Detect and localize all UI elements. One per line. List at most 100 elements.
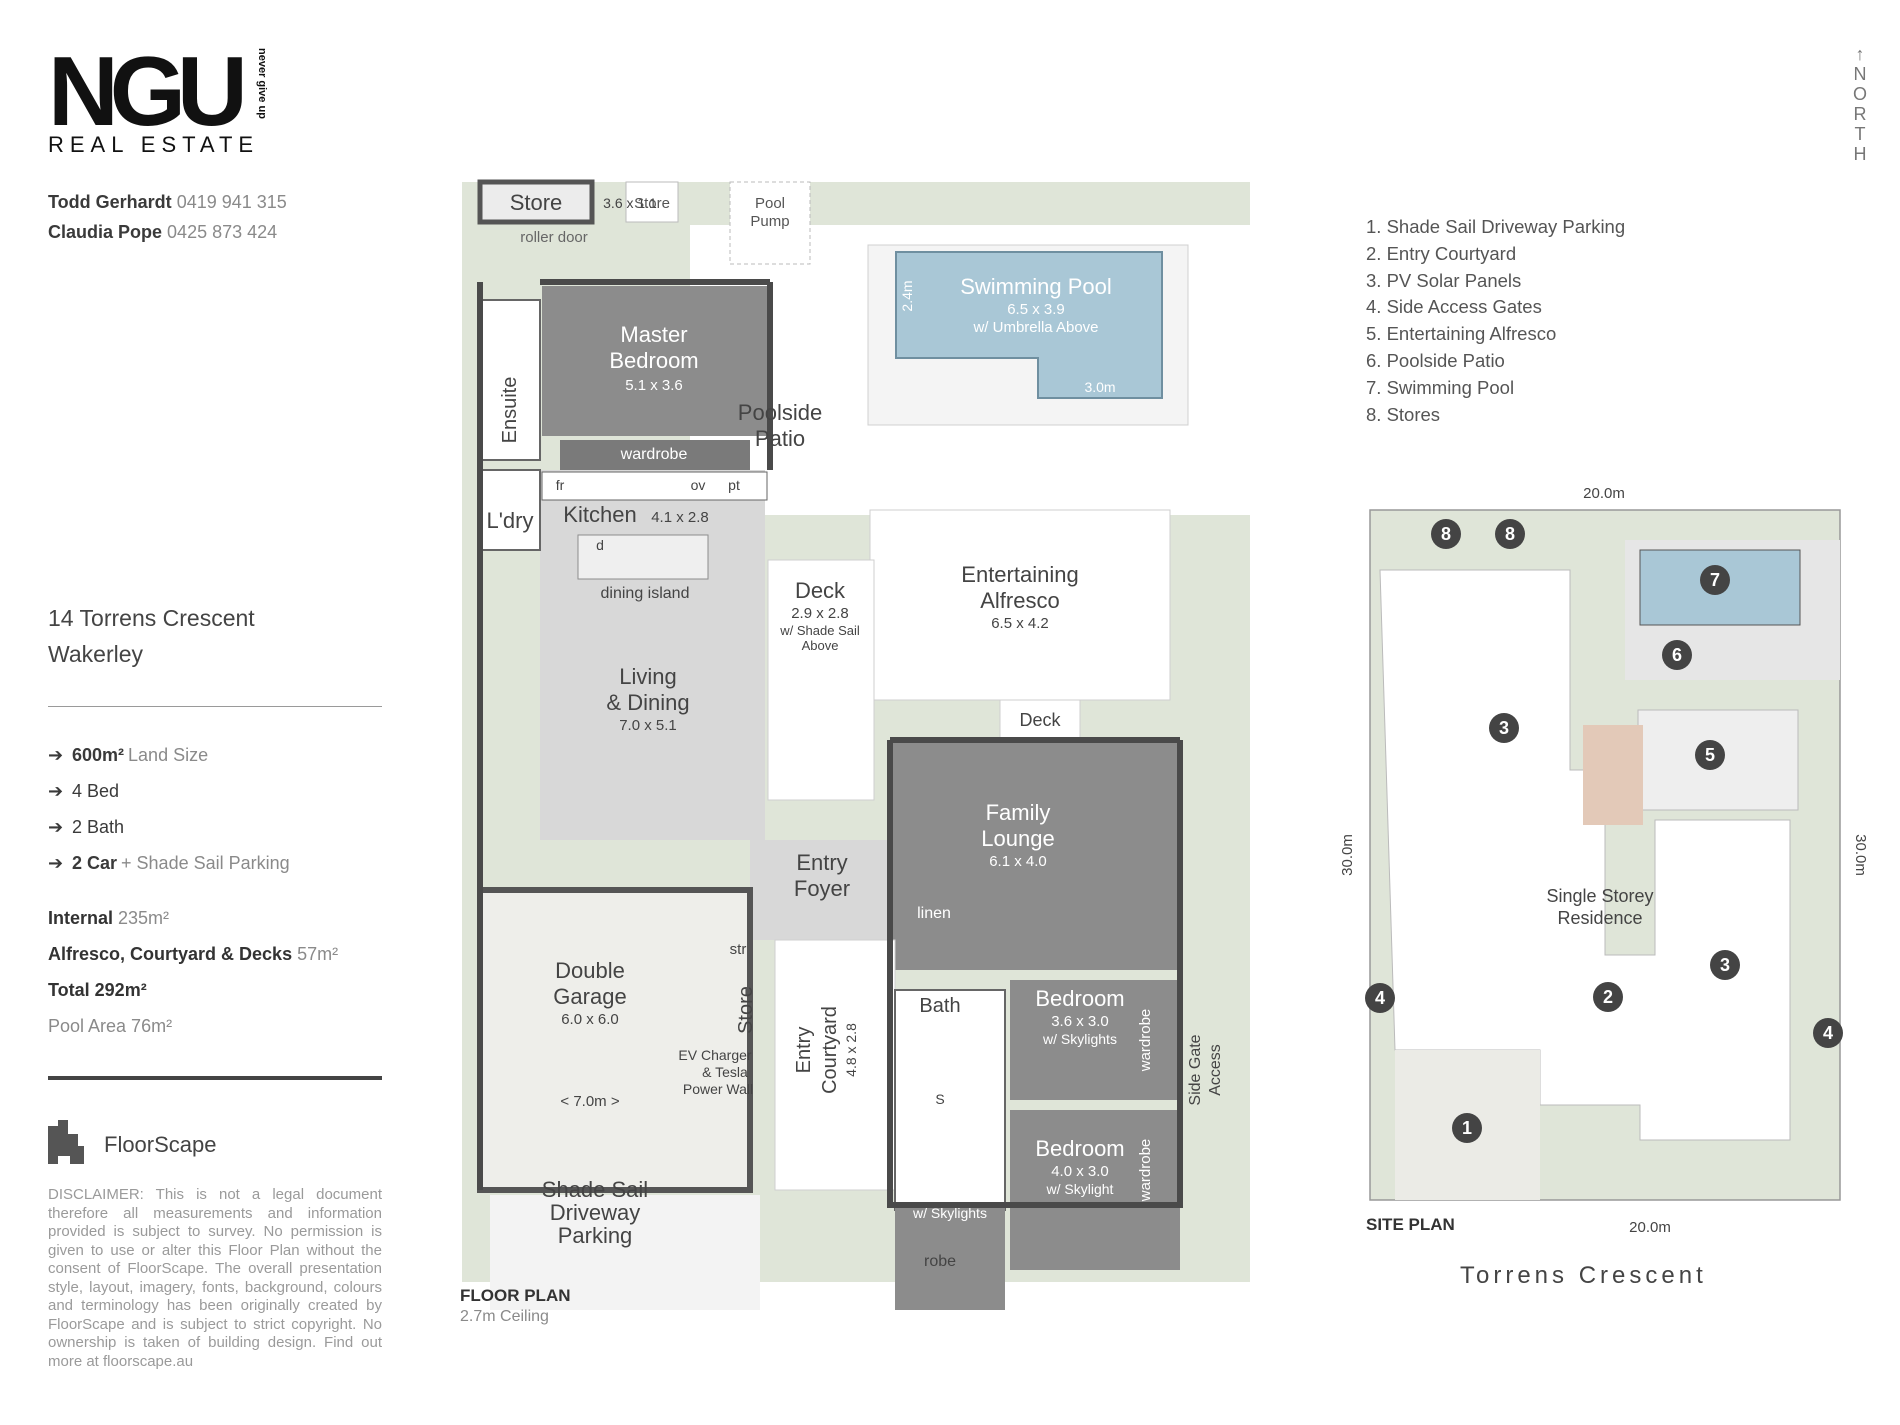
legend-item: 7. Swimming Pool [1366, 376, 1515, 398]
shade-sail-parking [490, 1195, 760, 1310]
bedroom-4-note: w/ Skylights [912, 1205, 987, 1221]
deck-label: Deck [795, 578, 846, 603]
ev-label: EV Charger [678, 1047, 751, 1063]
fr-label: fr [556, 477, 565, 493]
pool-dim: 6.5 x 3.9 [1007, 301, 1065, 318]
residence-label: Residence [1557, 908, 1642, 928]
alfresco [869, 509, 1171, 701]
garage-label: Double [555, 958, 625, 983]
linen-label: linen [917, 905, 951, 922]
agent-name: Claudia Pope [48, 222, 163, 242]
site-marker [1489, 713, 1519, 743]
alfresco-label: Alfresco [980, 588, 1059, 613]
site-plan: 20.0m 20.0m 30.0m 30.0m Single Storey Re… [1339, 485, 1869, 1236]
bedroom-4 [895, 1205, 1005, 1310]
area-pool: Pool Area 76m² [48, 1015, 173, 1036]
agent-phone[interactable]: 0425 873 424 [167, 222, 278, 242]
parking-label: Parking [558, 1223, 633, 1248]
family-label: Family [986, 800, 1051, 825]
family-lounge [890, 740, 1180, 970]
alfresco-dim: 6.5 x 4.2 [991, 615, 1049, 632]
site-marker [1431, 519, 1461, 549]
master-dim: 5.1 x 3.6 [625, 377, 683, 394]
robe-label: robe [924, 1253, 956, 1270]
north-arrow-icon: ↑ [1855, 44, 1865, 64]
deck [767, 559, 875, 801]
floor-plan-ceiling: 2.7m Ceiling [460, 1308, 549, 1325]
divider [48, 706, 382, 707]
address-street: 14 Torrens Crescent [48, 605, 255, 631]
pool-width: 2.4m [899, 280, 915, 311]
ensuite [479, 299, 541, 461]
store-v-label: Store [735, 986, 757, 1034]
master-label: Master [620, 322, 687, 347]
deck-dim: 2.9 x 2.8 [791, 605, 849, 622]
courtyard-dim: 4.8 x 2.8 [843, 1023, 859, 1077]
living-label: Living [619, 664, 676, 689]
site-marker-label: 8 [1505, 524, 1515, 544]
garage [477, 887, 753, 1193]
property-address: 14 Torrens Crescent Wakerley [48, 600, 255, 672]
site-dim-top: 20.0m [1583, 485, 1625, 502]
north-letter: R [1853, 104, 1867, 124]
store-top [477, 179, 595, 225]
pool-pump-label: Pool [755, 195, 785, 212]
d-label: d [596, 537, 604, 553]
site-marker-label: 8 [1441, 524, 1451, 544]
site-dim-left: 30.0m [1339, 834, 1356, 876]
wardrobe-v-label: wardrobe [1137, 1009, 1154, 1073]
legend-item: 8. Stores [1366, 403, 1441, 425]
pool-pump-label: Pump [750, 213, 789, 230]
family-label: Lounge [981, 826, 1054, 851]
feature-car: ➔2 Car+ Shade Sail Parking [48, 852, 290, 873]
site-marker-label: 1 [1462, 1118, 1472, 1138]
legend-item: 1. Shade Sail Driveway Parking [1366, 216, 1626, 237]
north-letter: H [1853, 144, 1867, 164]
floorscape-icon [48, 1120, 84, 1164]
swimming-pool [895, 251, 1163, 399]
family-dim: 6.1 x 4.0 [989, 853, 1047, 870]
deck-note: w/ Shade Sail [779, 623, 860, 638]
site-marker-label: 7 [1710, 570, 1720, 590]
site-dim-bottom: 20.0m [1629, 1219, 1671, 1236]
arrow-right-icon: ➔ [48, 744, 64, 765]
bedroom-2-dim: 3.6 x 3.0 [1051, 1013, 1109, 1030]
floor-plan: Store 3.6 x 1.1 roller door Store Pool P… [462, 179, 1250, 1310]
floorscape-logo: FloorScape [48, 1120, 288, 1164]
entry-label: Foyer [794, 876, 850, 901]
patio-label: Patio [755, 426, 805, 451]
arrow-right-icon: ➔ [48, 852, 64, 873]
side-gate-label: Side Gate [1187, 1034, 1204, 1105]
pool-note: w/ Umbrella Above [972, 319, 1098, 336]
pool-length: 3.0m [1084, 379, 1115, 395]
bedroom-2 [1010, 980, 1180, 1100]
wardrobe-label: wardrobe [620, 446, 688, 463]
roller-door-label: roller door [520, 229, 588, 246]
ev-label: & Tesla [702, 1064, 748, 1080]
bedroom-4-dim: 3.0 x 3.0 [921, 1187, 979, 1204]
residence-label: Single Storey [1546, 886, 1653, 906]
site-marker [1813, 1018, 1843, 1048]
patio-label: Poolside [738, 400, 822, 425]
legend-item: 2. Entry Courtyard [1366, 242, 1517, 264]
legend-item: 3. PV Solar Panels [1366, 269, 1522, 291]
ov-label: ov [691, 477, 706, 493]
kitchen-label: Kitchen [563, 502, 636, 527]
logo-subtitle: REAL ESTATE [48, 132, 260, 157]
legend-item: 4. Side Access Gates [1366, 296, 1542, 318]
feature-bath: ➔2 Bath [48, 816, 125, 837]
floorscape-name: FloorScape [104, 1132, 217, 1157]
bedroom-4-label: Bedroom [905, 1160, 994, 1185]
deck-note: Above [802, 638, 839, 653]
agent-phone[interactable]: 0419 941 315 [176, 192, 287, 212]
bedroom-2-label: Bedroom [1035, 986, 1124, 1011]
dining-island-label: dining island [601, 585, 690, 602]
logo-tagline: never give up [256, 48, 268, 119]
bath [894, 989, 1006, 1211]
site-marker-label: 4 [1375, 988, 1385, 1008]
parking-label: Driveway [550, 1200, 640, 1225]
